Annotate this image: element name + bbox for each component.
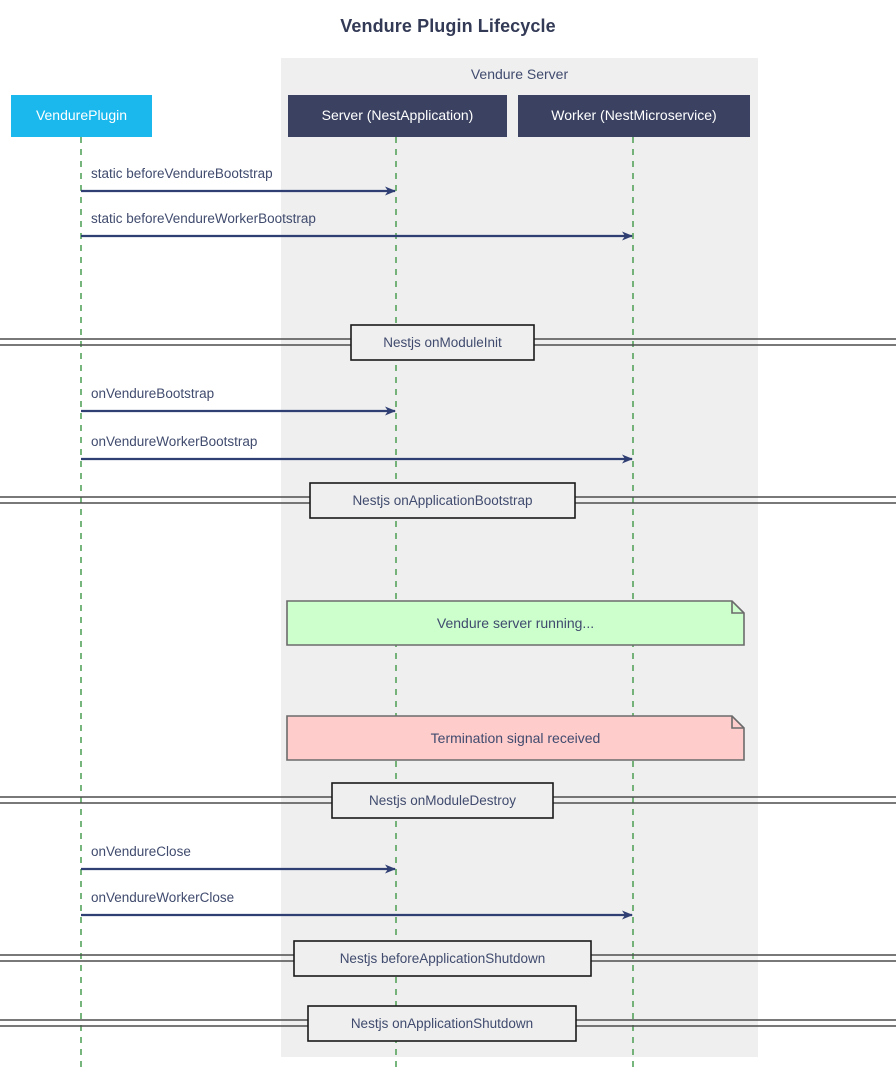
note-fold-icon xyxy=(731,601,744,614)
participant-box-server[interactable] xyxy=(288,95,507,137)
group-label-vendure-server: Vendure Server xyxy=(470,66,569,82)
note-fold-icon xyxy=(731,716,744,729)
note-box xyxy=(286,600,745,646)
divider-box xyxy=(331,782,554,819)
group-box-vendure-server xyxy=(281,58,758,1057)
divider-box xyxy=(350,324,535,361)
message-label: onVendureClose xyxy=(91,844,191,859)
participant-label-server[interactable]: Server (NestApplication) xyxy=(321,107,474,124)
message-label: onVendureWorkerBootstrap xyxy=(91,434,258,449)
note-label: Termination signal received xyxy=(430,730,601,746)
participant-label-plugin[interactable]: VendurePlugin xyxy=(35,107,128,124)
message-label: static beforeVendureWorkerBootstrap xyxy=(91,211,316,226)
divider-label: Nestjs onModuleInit xyxy=(383,335,502,350)
page-title: Vendure Plugin Lifecycle xyxy=(340,16,556,36)
participant-box-worker[interactable] xyxy=(518,95,750,137)
divider-label: Nestjs beforeApplicationShutdown xyxy=(339,951,546,966)
divider-label: Nestjs onApplicationBootstrap xyxy=(352,493,533,508)
note-label: Vendure server running... xyxy=(436,615,595,631)
message-label: onVendureBootstrap xyxy=(91,386,215,401)
divider-box xyxy=(307,1005,577,1042)
divider-label: Nestjs onApplicationShutdown xyxy=(350,1016,534,1031)
divider-label: Nestjs onModuleDestroy xyxy=(368,793,517,808)
divider-box xyxy=(293,940,592,977)
message-label: static beforeVendureBootstrap xyxy=(91,166,273,181)
participant-box-plugin[interactable] xyxy=(11,95,152,137)
note-box xyxy=(286,715,745,761)
divider-box xyxy=(309,482,576,519)
message-label: onVendureWorkerClose xyxy=(91,890,235,905)
participant-label-worker[interactable]: Worker (NestMicroservice) xyxy=(551,107,717,124)
